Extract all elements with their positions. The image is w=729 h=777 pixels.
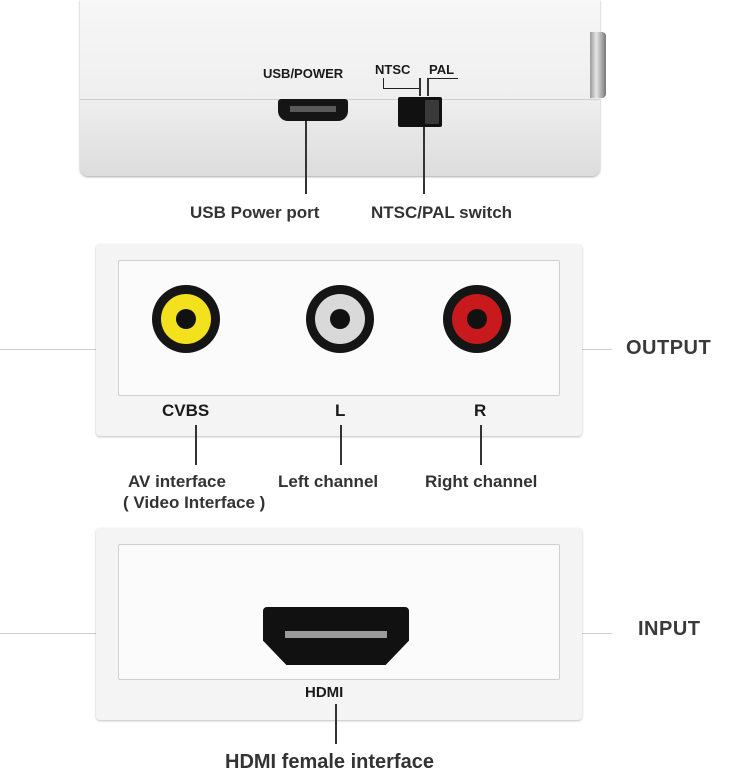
cvbs-caption: AV interface — [128, 472, 226, 491]
hdmi-caption: HDMI female interface — [225, 751, 434, 773]
usb-port-caption: USB Power port — [190, 203, 320, 222]
right-audio-jack — [443, 285, 511, 353]
left-leader-line — [340, 425, 342, 465]
right-label: R — [474, 401, 487, 420]
cvbs-label: CVBS — [162, 401, 210, 420]
switch-caption: NTSC/PAL switch — [371, 203, 513, 222]
usb-power-label: USB/POWER — [263, 66, 344, 81]
output-guide-left — [0, 349, 96, 350]
ntsc-bracket — [383, 78, 420, 89]
switch-pointer-ntsc — [419, 78, 421, 96]
output-section-label: OUTPUT — [626, 337, 712, 359]
usb-leader-line — [305, 121, 307, 194]
pal-bracket — [427, 78, 458, 89]
input-guide-right — [582, 633, 612, 634]
left-caption: Left channel — [278, 472, 379, 491]
output-guide-right — [582, 349, 612, 350]
pal-label: PAL — [429, 62, 455, 77]
side-connector — [590, 32, 606, 98]
cvbs-jack — [152, 285, 220, 353]
hdmi-label: HDMI — [305, 684, 344, 701]
left-audio-jack — [306, 285, 374, 353]
usb-power-port — [278, 99, 348, 121]
left-label: L — [335, 401, 346, 420]
right-leader-line — [480, 425, 482, 465]
right-caption: Right channel — [425, 472, 538, 491]
switch-leader-line — [423, 127, 425, 194]
ntsc-pal-switch — [398, 97, 442, 127]
ntsc-label: NTSC — [375, 62, 411, 77]
hdmi-leader-line — [335, 704, 337, 744]
input-section-label: INPUT — [638, 618, 701, 640]
hdmi-port — [263, 607, 409, 665]
input-guide-left — [0, 633, 96, 634]
cvbs-leader-line — [195, 425, 197, 465]
switch-pointer-pal — [427, 78, 429, 96]
cvbs-caption-sub: ( Video Interface ) — [123, 493, 266, 512]
device-top-view — [80, 0, 600, 176]
